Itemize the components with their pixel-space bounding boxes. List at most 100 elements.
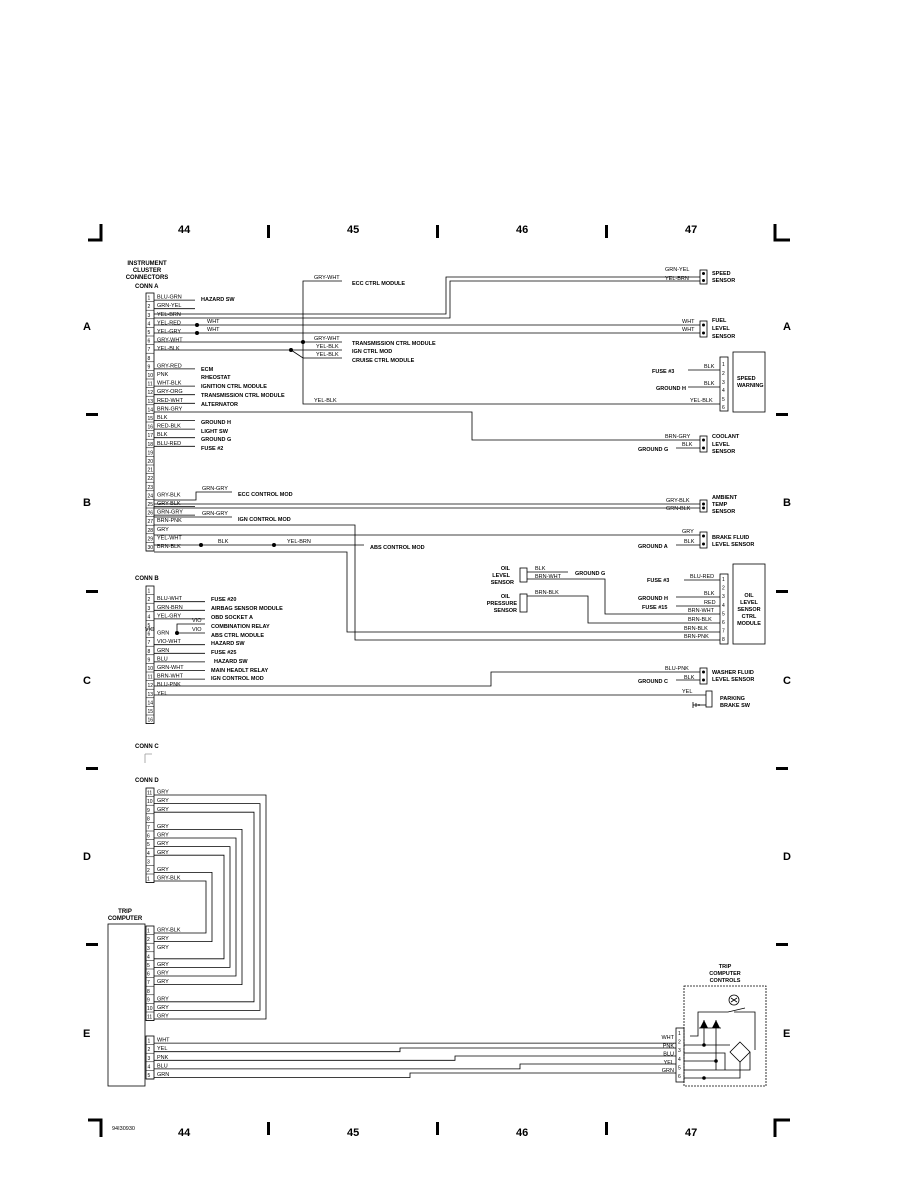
wire-color: GRN-GRY	[157, 510, 183, 516]
wire-color: YEL-RED	[157, 320, 181, 326]
cluster-title: CONNECTORS	[126, 275, 169, 281]
target-obd: OBD SOCKET A	[211, 615, 253, 621]
oil-pressure-sensor-label: SENSOR	[494, 608, 517, 614]
wire-label: GRY-WHT	[314, 336, 340, 342]
pin-number: 8	[148, 356, 151, 362]
wire-color: BLU-PNK	[157, 682, 181, 688]
target-fuse-2: FUSE #2	[201, 446, 223, 452]
wire-color: PNK	[157, 1055, 169, 1061]
wire-label: BRN-WHT	[688, 608, 715, 614]
ambient-sensor-connector	[699, 499, 708, 513]
wire-label: BLK	[535, 566, 546, 572]
trip-control-wire	[154, 1072, 676, 1078]
wire-label: BRN-WHT	[535, 574, 562, 580]
loop-wire	[154, 829, 243, 985]
wire-label: WHT	[207, 327, 220, 333]
cluster-title: CLUSTER	[133, 268, 162, 274]
wire-color: GRN	[157, 1072, 169, 1078]
pin-number: 1	[148, 1039, 151, 1045]
fuel-sensor-label: LEVEL	[712, 326, 730, 332]
wire-label: WHT	[682, 319, 695, 325]
row-label: B	[83, 497, 91, 509]
pin-number: 2	[148, 597, 151, 603]
loop-wire	[154, 854, 225, 960]
wire-yel-blk-cruise	[290, 349, 342, 359]
wire-color: YEL-GRY	[157, 613, 181, 619]
wire-color: GRY	[157, 867, 169, 873]
pin-number: 10	[147, 1006, 153, 1012]
row-label: C	[783, 675, 791, 687]
wire-label: YEL-BLK	[316, 352, 339, 358]
fuel-sensor-label: SENSOR	[712, 334, 735, 340]
oil-module-label: SENSOR	[737, 607, 760, 613]
brake-fluid-label: LEVEL SENSOR	[712, 542, 754, 548]
pin-number: 1	[147, 877, 150, 883]
wire-color: GRY	[157, 936, 169, 942]
wire-label: WHT	[207, 319, 220, 325]
pin-number: 15	[148, 709, 154, 715]
pin-dot	[702, 438, 705, 442]
target-abs-ctrl: ABS CTRL MODULE	[211, 633, 264, 639]
wire-color: BRN-BLK	[157, 544, 181, 550]
pin-number: 1	[722, 577, 725, 583]
column-label: 47	[685, 1127, 697, 1139]
top-wiring: GRY-WHT ECC CTRL MODULE WHT WHT GRY-WHT …	[154, 275, 720, 441]
splice-dot	[175, 631, 179, 635]
pin-number: 4	[148, 321, 151, 327]
connector-a-targets: HAZARD SW ECM RHEOSTAT IGNITION CTRL MOD…	[201, 297, 285, 452]
pin-number: 5	[722, 611, 725, 617]
wire-color: WHT	[661, 1035, 674, 1041]
trip-controls-title: TRIP	[719, 964, 732, 970]
wire-color: GRY	[157, 798, 169, 804]
b-wiring: GRN-GRY ECC CONTROL MOD GRN-GRY IGN CONT…	[154, 486, 720, 641]
pin-number: 8	[722, 637, 725, 643]
ground-symbol	[692, 702, 700, 708]
wire-blu-pnk-washer	[154, 671, 700, 687]
pin-dot	[702, 502, 705, 506]
parking-label: BRAKE SW	[720, 703, 751, 709]
target-ecm: ECM	[201, 367, 214, 373]
splice-dot	[702, 1043, 706, 1047]
target-cruise-ctrl-module: CRUISE CTRL MODULE	[352, 358, 415, 364]
parking-brake-switch: YEL PARKING BRAKE SW	[682, 689, 751, 709]
oil-level-sensor-label: OIL	[501, 566, 511, 572]
oil-module-pins	[719, 573, 729, 645]
row-label: E	[83, 1028, 90, 1040]
pin-number: 4	[148, 1064, 151, 1070]
wire-label: GRY-BLK	[666, 498, 690, 504]
pin-number: 3	[678, 1048, 681, 1054]
wire-label: BLK	[218, 539, 229, 545]
pin-number: 1	[722, 362, 725, 368]
wire-brn-blk-oil-pressure	[527, 595, 720, 624]
pin-number: 21	[148, 468, 154, 474]
target-ign-ctrl: IGNITION CTRL MODULE	[201, 384, 267, 390]
wire-color: YEL	[157, 1046, 167, 1052]
wire-color: BLU-RED	[157, 441, 181, 447]
target-fuse-20: FUSE #20	[211, 597, 236, 603]
wire-color: BLK	[157, 415, 168, 421]
trip-computer-box	[107, 923, 146, 1087]
wire-color: GRN-WHT	[157, 665, 184, 671]
wire-label: GRN-GRY	[202, 511, 228, 517]
wire-color: BRN-PNK	[157, 518, 182, 524]
pin-number: 2	[722, 371, 725, 377]
ruler-tick	[436, 225, 439, 238]
ruler-tick	[267, 1122, 270, 1135]
pin-number: 4	[678, 1057, 681, 1063]
figure-id: 94I30930	[112, 1126, 135, 1132]
pin-number: 24	[148, 493, 154, 499]
pin-number: 16	[148, 425, 154, 431]
target-fuse-25: FUSE #25	[211, 650, 236, 656]
wire-label: YEL-BLK	[690, 398, 713, 404]
pin-number: 2	[148, 304, 151, 310]
wire-color: BLU	[157, 1063, 168, 1069]
pin-dot	[702, 323, 705, 327]
wire-color: GRY	[157, 850, 169, 856]
wire-label: VIO	[192, 618, 202, 624]
wire-label: GRN-YEL	[665, 267, 689, 273]
coolant-label: LEVEL	[712, 442, 730, 448]
wire-color: GRY	[157, 841, 169, 847]
pin-number: 5	[148, 623, 151, 629]
